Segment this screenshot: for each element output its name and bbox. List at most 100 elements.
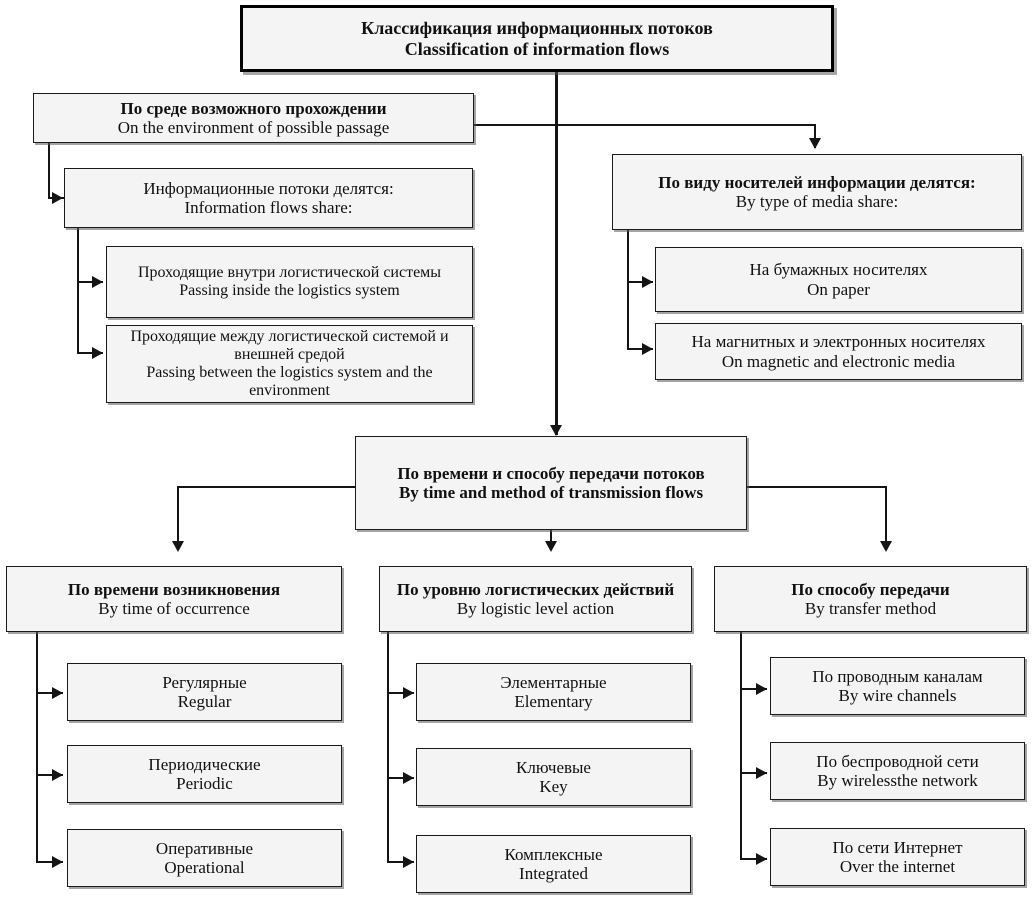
node-internet: По сети Интернет Over the internet: [770, 828, 1025, 886]
node-passing-between-ru: Проходящие между логистической системой …: [130, 328, 449, 364]
node-magnetic-electronic-media-ru: На магнитных и электронных носителях: [691, 332, 986, 352]
connector-transmission-right-v: [885, 486, 887, 548]
node-regular: Регулярные Regular: [67, 663, 342, 721]
node-environment-header-en: On the environment of possible passage: [117, 118, 390, 137]
connector-title-spine: [555, 72, 558, 435]
connector-to-wire-channels: [740, 688, 767, 690]
arrowhead-to-operational: [52, 856, 63, 868]
node-on-paper-ru: На бумажных носителях: [749, 260, 928, 280]
node-wireless-network-en: By wirelessthe network: [817, 771, 978, 790]
arrowhead-to-passing-between: [92, 347, 103, 359]
arrowhead-to-elementary: [403, 687, 414, 699]
arrowhead-to-key: [403, 772, 414, 784]
node-environment-header: По среде возможного прохождении On the e…: [33, 93, 474, 143]
node-column-method-header: По способу передачи By transfer method: [714, 566, 1027, 632]
connector-column-level-spine: [387, 632, 389, 863]
connector-environment-spine: [48, 143, 50, 199]
connector-to-passing-inside: [77, 281, 103, 283]
arrowhead-to-regular: [52, 687, 63, 699]
node-on-paper-en: On paper: [807, 279, 870, 299]
node-magnetic-electronic-media: На магнитных и электронных носителях On …: [655, 323, 1022, 380]
node-integrated-ru: Комплексные: [504, 844, 603, 864]
node-internet-ru: По сети Интернет: [832, 837, 963, 857]
connector-to-key: [387, 777, 414, 779]
node-elementary-ru: Элементарные: [500, 672, 607, 692]
connector-transmission-left-h: [177, 486, 357, 488]
node-on-paper: На бумажных носителях On paper: [655, 247, 1022, 312]
connector-environment-to-media: [474, 124, 816, 126]
node-wire-channels: По проводным каналам By wire channels: [770, 657, 1025, 715]
node-operational: Оперативные Operational: [67, 829, 342, 887]
connector-transmission-right-h: [745, 486, 887, 488]
arrowhead-to-internet: [756, 853, 767, 865]
arrowhead-to-wireless-network: [756, 767, 767, 779]
node-transmission-header-ru: По времени и способу передачи потоков: [397, 463, 705, 483]
node-column-level-header-ru: По уровню логистических действий: [396, 579, 675, 599]
arrowhead-to-magnetic-media: [642, 343, 653, 355]
node-passing-inside-ru: Проходящие внутри логистической системы: [137, 264, 442, 282]
node-operational-ru: Оперативные: [155, 838, 254, 858]
connector-to-internet: [740, 858, 767, 860]
connector-to-operational: [36, 861, 63, 863]
arrowhead-to-column-method: [880, 541, 892, 552]
node-title-en: Classification of information flows: [404, 38, 670, 59]
node-integrated: Комплексные Integrated: [416, 835, 691, 893]
arrowhead-to-passing-inside: [92, 276, 103, 288]
node-regular-en: Regular: [177, 692, 232, 711]
connector-to-periodic: [36, 774, 63, 776]
node-elementary-en: Elementary: [514, 692, 593, 711]
node-key-ru: Ключевые: [516, 757, 591, 777]
connector-transmission-center-v: [550, 530, 552, 548]
node-information-flows-share-ru: Информационные потоки делятся:: [143, 178, 394, 198]
connector-to-wireless-network: [740, 772, 767, 774]
node-wire-channels-ru: По проводным каналам: [812, 666, 983, 686]
node-internet-en: Over the internet: [839, 857, 956, 876]
node-passing-between-en: Passing between the logistics system and…: [146, 364, 433, 399]
connector-to-on-paper: [627, 281, 653, 283]
node-passing-between: Проходящие между логистической системой …: [106, 325, 473, 403]
node-key: Ключевые Key: [416, 748, 691, 806]
node-magnetic-electronic-media-en: On magnetic and electronic media: [721, 351, 956, 371]
arrowhead-to-periodic: [52, 769, 63, 781]
node-regular-ru: Регулярные: [162, 672, 247, 692]
node-environment-header-ru: По среде возможного прохождении: [120, 98, 387, 118]
node-media-header-ru: По виду носителей информации делятся:: [658, 172, 976, 192]
arrowhead-to-wire-channels: [756, 683, 767, 695]
node-wire-channels-en: By wire channels: [838, 686, 957, 705]
node-column-level-header-en: By logistic level action: [456, 599, 615, 618]
node-periodic-en: Periodic: [176, 774, 233, 793]
connector-column-time-spine: [36, 632, 38, 863]
node-transmission-header-en: By time and method of transmission flows: [398, 483, 704, 502]
connector-to-integrated: [387, 861, 414, 863]
node-column-method-header-en: By transfer method: [804, 599, 937, 618]
arrowhead-to-intermediate: [52, 192, 63, 204]
connector-column-method-spine: [740, 632, 742, 860]
node-operational-en: Operational: [164, 858, 245, 877]
node-information-flows-share: Информационные потоки делятся: Informati…: [64, 168, 473, 228]
node-wireless-network: По беспроводной сети By wirelessthe netw…: [770, 742, 1025, 800]
node-information-flows-share-en: Information flows share:: [184, 198, 353, 217]
arrowhead-to-integrated: [403, 856, 414, 868]
node-column-time-header-ru: По времени возникновения: [67, 579, 281, 599]
arrowhead-to-on-paper: [642, 276, 653, 288]
node-integrated-en: Integrated: [519, 864, 588, 883]
connector-environment-children-spine: [77, 228, 79, 354]
node-wireless-network-ru: По беспроводной сети: [816, 751, 979, 771]
connector-to-passing-between: [77, 352, 103, 354]
node-column-level-header: По уровню логистических действий By logi…: [379, 566, 692, 632]
arrowhead-to-column-level: [545, 541, 557, 552]
node-passing-inside-en: Passing inside the logistics system: [179, 282, 400, 299]
node-periodic-ru: Периодические: [148, 754, 261, 774]
connector-to-magnetic-media: [627, 348, 653, 350]
connector-transmission-left-v: [177, 486, 179, 548]
connector-media-children-spine: [627, 230, 629, 350]
connector-to-regular: [36, 692, 63, 694]
connector-media-drop: [814, 124, 816, 148]
node-media-header: По виду носителей информации делятся: By…: [612, 154, 1022, 230]
arrowhead-to-column-time: [172, 541, 184, 552]
node-column-time-header-en: By time of occurrence: [98, 599, 250, 618]
node-transmission-header: По времени и способу передачи потоков By…: [355, 436, 747, 530]
node-column-method-header-ru: По способу передачи: [791, 579, 950, 599]
node-passing-inside: Проходящие внутри логистической системы …: [106, 246, 473, 318]
